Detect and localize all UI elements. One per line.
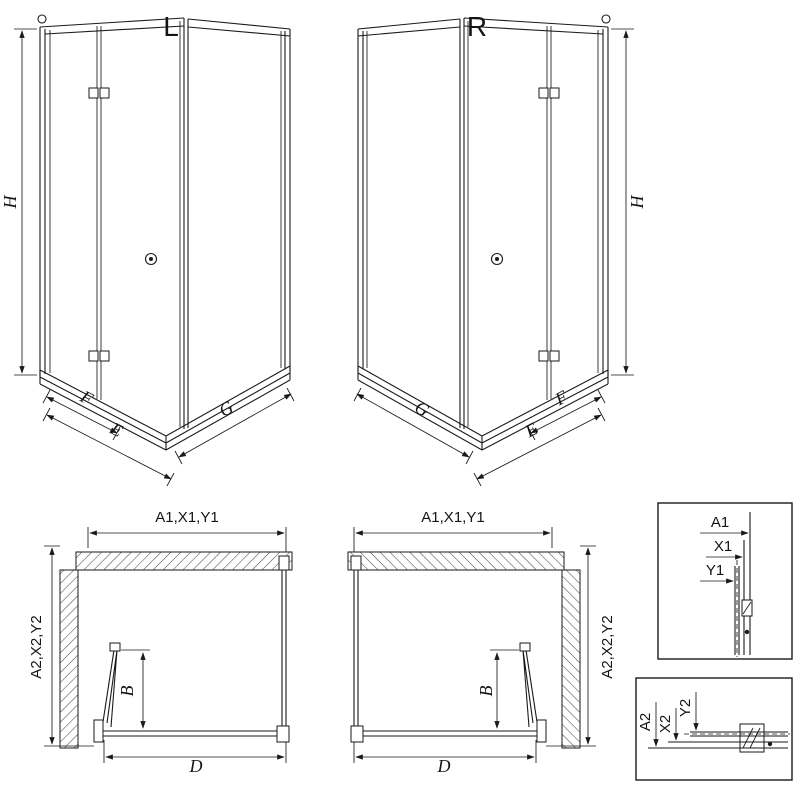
version-label-right: R (467, 11, 487, 42)
dim-label-b-right-plan: B (476, 686, 496, 697)
dim-label-d-left-plan: D (189, 756, 203, 776)
screw-dot (744, 629, 750, 635)
dim-label-g-right: G (411, 397, 432, 421)
dim-label-y1-detail: Y1 (706, 562, 724, 579)
dim-label-a2-detail: A2 (637, 713, 654, 731)
detail-top-wall-profile: A1 X1 Y1 (657, 502, 793, 660)
dim-label-b-left-plan: B (117, 686, 137, 697)
dim-label-x2-detail: X2 (657, 715, 674, 733)
profile-section-lines (648, 731, 788, 749)
dim-label-f-left: F (76, 386, 97, 410)
dim-label-top-width-right-plan: A1,X1,Y1 (421, 509, 484, 526)
detail-bottom-rail-profile: A2 X2 Y2 (635, 677, 793, 781)
dim-label-h-left: H (0, 195, 20, 210)
version-label-left: L (163, 11, 179, 42)
detail-frame (635, 677, 793, 781)
dim-label-a1-detail: A1 (711, 514, 729, 531)
dim-label-g-left: G (215, 397, 236, 421)
screw-dot (767, 741, 773, 747)
plan-view-right-version (348, 527, 596, 763)
dim-label-h-right: H (627, 195, 647, 210)
enclosure-3d-right-version (354, 15, 634, 486)
plan-view-left-version (44, 527, 292, 763)
dim-label-top-width-left-plan: A1,X1,Y1 (155, 509, 218, 526)
profile-hatch-mark (742, 601, 752, 615)
dim-label-side-depth-right-plan: A2,X2,Y2 (599, 615, 616, 678)
dim-label-y2-detail: Y2 (677, 699, 694, 717)
dim-label-x1-detail: X1 (714, 538, 732, 555)
profile-section-lines (734, 512, 751, 655)
enclosure-3d-left-version (14, 15, 294, 486)
profile-hatch-mark (742, 727, 761, 749)
dim-label-side-depth-left-plan: A2,X2,Y2 (28, 615, 45, 678)
dim-label-d-right-plan: D (437, 756, 451, 776)
